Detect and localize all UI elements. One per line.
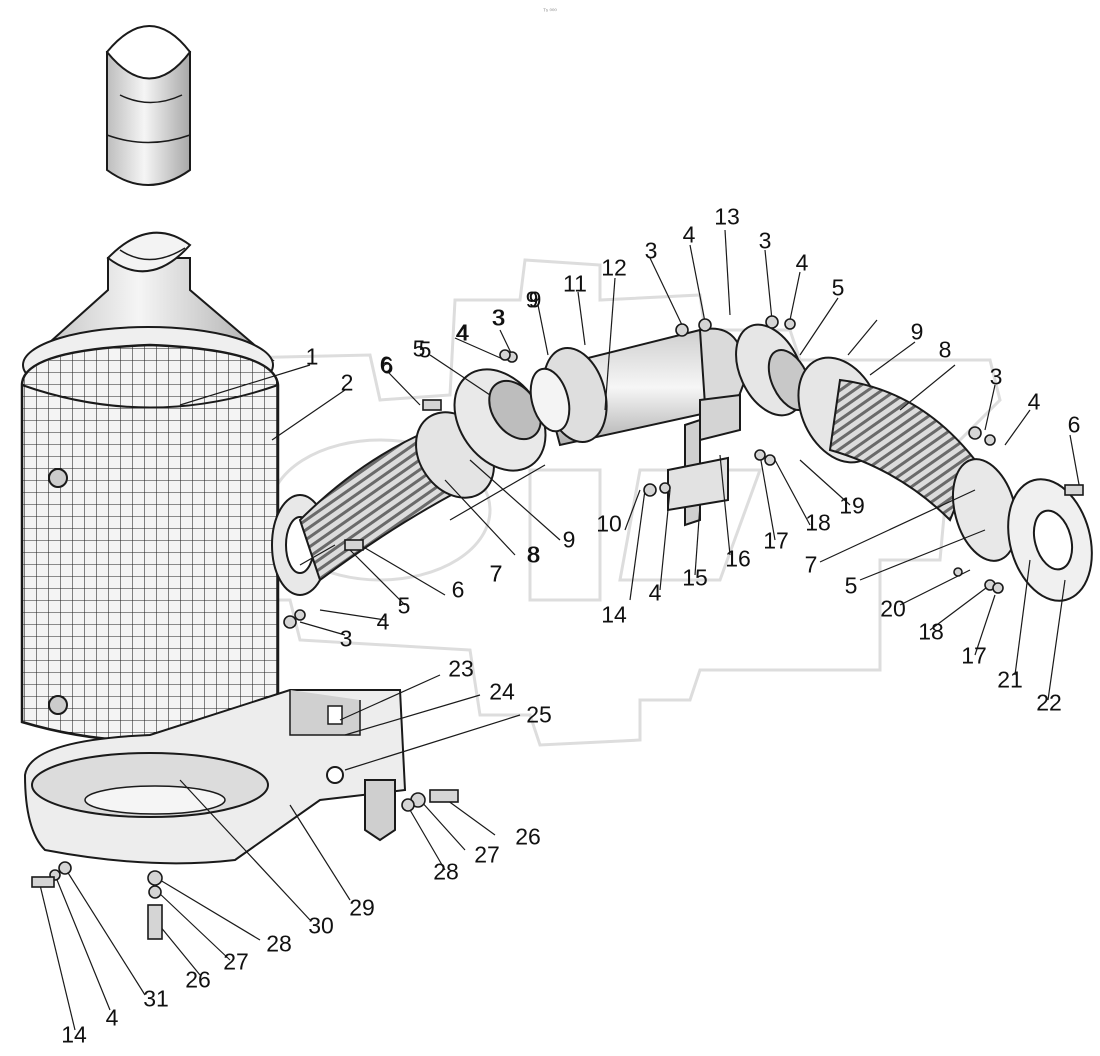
callout-label: 5 [418, 336, 432, 363]
callout-label: 5 [831, 274, 845, 301]
callout-label: 1 [305, 343, 319, 370]
callout-label: 9 [910, 318, 924, 345]
callout-label: 10 [596, 510, 622, 537]
leader-lines [39, 229, 1081, 1031]
callout-label: 18 [805, 509, 831, 536]
callout-label: 7 [489, 560, 503, 587]
callout-label: 23 [448, 655, 474, 682]
callout-label: 9 [562, 526, 576, 553]
top-pipe [105, 25, 192, 186]
header-mark: ᵀˢ ⁰⁰⁰ [543, 9, 557, 15]
callout-label: 9 [525, 286, 539, 313]
callout-label: 8 [526, 541, 540, 568]
callout-label: 6 [1067, 411, 1081, 438]
callout-label: 26 [185, 966, 211, 993]
callout-label: 6 [451, 576, 465, 603]
callout-label: 4 [795, 249, 809, 276]
callout-label: 4 [682, 221, 696, 248]
callout-label: 17 [961, 642, 987, 669]
callout-label: 4 [455, 319, 469, 346]
callout-label: 30 [308, 912, 334, 939]
callout-label: 18 [918, 618, 944, 645]
callout-label: 3 [491, 304, 505, 331]
callout-label: 20 [880, 595, 906, 622]
middle-pipe [529, 323, 813, 447]
callout-label: 7 [804, 551, 818, 578]
callout-label: 9 [528, 286, 542, 313]
callout-label: 29 [349, 894, 375, 921]
callout-label: 6 [380, 352, 394, 379]
callout-label: 3 [989, 363, 1003, 390]
callout-label: 27 [223, 948, 249, 975]
callout-label: 8 [938, 336, 952, 363]
callout-label: 5 [397, 592, 411, 619]
callout-label: 13 [714, 203, 740, 230]
callout-label: 6 [379, 351, 393, 378]
callout-label: 31 [143, 985, 169, 1012]
callout-label: 4 [648, 579, 662, 606]
callout-label: 5 [844, 572, 858, 599]
callout-label: 7 [489, 560, 503, 587]
corrugated-hose-right [797, 356, 1093, 602]
callout-label: 24 [489, 678, 515, 705]
callout-label: 27 [474, 841, 500, 868]
callout-label: 12 [601, 254, 627, 281]
callout-label: 15 [682, 564, 708, 591]
base-bracket [23, 689, 407, 865]
callout-label: 28 [266, 930, 292, 957]
callout-label: 4 [105, 1004, 119, 1031]
callout-label: 4 [1027, 388, 1041, 415]
callout-label: 14 [601, 601, 627, 628]
filter-mesh-body [20, 343, 280, 743]
callout-label: 4 [376, 608, 390, 635]
callout-label: 3 [492, 304, 506, 331]
callout-label: 28 [433, 858, 459, 885]
callout-label: 11 [563, 270, 587, 297]
callout-label: 5 [412, 335, 426, 362]
callout-label: 16 [725, 545, 751, 572]
callout-label: 17 [763, 527, 789, 554]
callout-label: 26 [515, 823, 541, 850]
callout-label: 3 [644, 237, 658, 264]
callout-label: 14 [61, 1021, 87, 1048]
callout-label: 4 [456, 319, 470, 346]
callout-label: 19 [839, 492, 865, 519]
callout-label: 21 [997, 666, 1023, 693]
callout-label: 22 [1036, 689, 1062, 716]
callout-label: 3 [758, 227, 772, 254]
callout-label: 2 [340, 369, 354, 396]
fasteners [31, 315, 1084, 940]
callout-label: 8 [527, 541, 541, 568]
callout-label: 3 [339, 625, 353, 652]
support-brackets [667, 393, 741, 527]
callout-label: 25 [526, 701, 552, 728]
